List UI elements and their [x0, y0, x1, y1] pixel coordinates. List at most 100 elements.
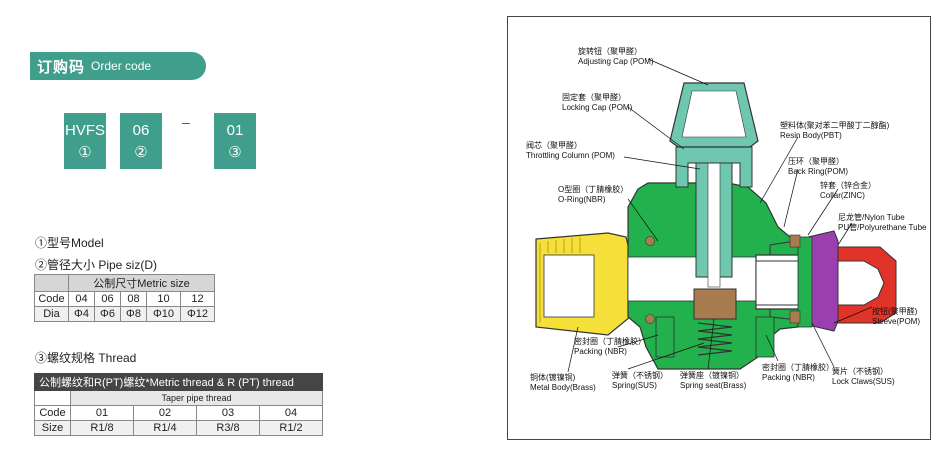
- thread-size-cell: R1/8: [70, 420, 134, 436]
- order-code-title-zh: 订购码: [37, 58, 86, 76]
- metric-code-cell: 12: [179, 291, 216, 307]
- metal-body-en: Metal Body(Brass): [530, 383, 596, 392]
- thread-code-cell: 03: [196, 405, 260, 421]
- annotation-adjusting-cap: 旋转钮（聚甲醛） Adjusting Cap (POM): [578, 47, 654, 67]
- spring-seat-zh: 弹簧座（镀镍铜）: [680, 371, 744, 380]
- back-ring-zh: 压环（聚甲醛）: [788, 157, 844, 166]
- spring-seat-shape: [693, 288, 737, 320]
- valve-drawing: [535, 58, 897, 373]
- locking-cap-zh: 固定套（聚甲醛）: [562, 93, 626, 102]
- annotation-resin-body: 塑料体(聚对苯二甲酸丁二醇酯) Resin Body(PBT): [780, 121, 889, 141]
- code-model-text: HVFS: [64, 121, 105, 139]
- annotation-spring-seat: 弹簧座（镀镍铜） Spring seat(Brass): [680, 371, 746, 391]
- annotation-back-ring: 压环（聚甲醛） Back Ring(POM): [788, 157, 848, 177]
- code-dash: –: [182, 114, 190, 130]
- thread-code-cell: 02: [133, 405, 197, 421]
- lock-claws-zh: 簧片（不锈钢）: [832, 367, 888, 376]
- locking-cap-shape: [675, 146, 753, 188]
- lock-claws-en: Lock Claws(SUS): [832, 377, 895, 386]
- thread-table: 公制螺纹和R(PT)螺纹*Metric thread & R (PT) thre…: [34, 373, 323, 436]
- spring-en: Spring(SUS): [612, 381, 657, 390]
- code-thread-num: ③: [228, 143, 242, 161]
- locking-cap-en: Locking Cap (POM): [562, 103, 633, 112]
- packing-right-zh: 密封圈（丁腈橡胶）: [762, 363, 834, 372]
- collar-zh: 锌套（锌合金）: [820, 181, 876, 190]
- adjusting-cap-zh: 旋转钮（聚甲醛）: [578, 47, 642, 56]
- resin-body-en: Resin Body(PBT): [780, 131, 842, 140]
- metric-code-cell: 08: [120, 291, 147, 307]
- thread-corner: [34, 390, 71, 406]
- order-code-title-en: Order code: [91, 59, 152, 73]
- tube-zh: 尼龙管/Nylon Tube: [838, 213, 905, 222]
- annotation-packing-right: 密封圈（丁腈橡胶） Packing (NBR): [762, 363, 834, 383]
- oring-en: O-Ring(NBR): [558, 195, 606, 204]
- metric-dia-cell: Φ6: [94, 306, 121, 322]
- annotation-spring: 弹簧（不锈钢） Spring(SUS): [612, 371, 668, 391]
- code-thread-text: 01: [226, 121, 244, 139]
- thread-code-cell: 04: [259, 405, 323, 421]
- metric-code-cell: 10: [146, 291, 181, 307]
- packing-left: [655, 316, 675, 358]
- adjusting-cap-en: Adjusting Cap (POM): [578, 57, 654, 66]
- back-ring-en: Back Ring(POM): [788, 167, 849, 176]
- metal-body-bore: [543, 254, 595, 318]
- thread-size-cell: R1/2: [259, 420, 323, 436]
- spring-zh: 弹簧（不锈钢）: [612, 371, 668, 380]
- thread-header: 公制螺纹和R(PT)螺纹*Metric thread & R (PT) thre…: [34, 373, 323, 391]
- annotation-packing-left: 密封圈（丁腈橡胶） Packing (NBR): [574, 337, 646, 357]
- metric-dia-label: Dia: [34, 306, 69, 322]
- annotation-lock-claws: 簧片（不锈钢） Lock Claws(SUS): [832, 367, 895, 387]
- annotation-collar: 锌套（锌合金） Collar(ZINC): [820, 181, 876, 201]
- spring-shape: [697, 322, 733, 356]
- metric-dia-cell: Φ10: [146, 306, 181, 322]
- back-ring-shape: [797, 236, 813, 328]
- code-box-thread: 01 ③: [214, 113, 256, 169]
- packing-right: [755, 316, 775, 358]
- metal-body-zh: 铜体(镀镍铜): [530, 373, 576, 382]
- code-model-num: ①: [78, 143, 92, 161]
- thread-subheader: Taper pipe thread: [70, 390, 323, 406]
- thread-size-label: Size: [34, 420, 71, 436]
- metric-dia-cell: Φ8: [120, 306, 147, 322]
- metric-code-cell: 06: [94, 291, 121, 307]
- pipe-size-label: ②管径大小 Pipe siz(D): [35, 258, 158, 272]
- thread-size-cell: R1/4: [133, 420, 197, 436]
- packing-left-en: Packing (NBR): [574, 347, 627, 356]
- valve-cross-section-diagram: 旋转钮（聚甲醛） Adjusting Cap (POM) 固定套（聚甲醛） Lo…: [507, 16, 931, 440]
- model-label: ①型号Model: [35, 236, 104, 250]
- metric-corner: [34, 274, 69, 292]
- code-pipe-num: ②: [134, 143, 148, 161]
- spring-seat-en: Spring seat(Brass): [680, 381, 747, 390]
- collar-en: Collar(ZINC): [820, 191, 865, 200]
- metric-size-table: 公制尺寸Metric size Code 04 06 08 10 12 Dia …: [34, 274, 216, 322]
- thread-code-cell: 01: [70, 405, 134, 421]
- annotation-oring: O型圈（丁腈橡胶） O-Ring(NBR): [558, 185, 628, 205]
- throttling-zh: 阀芯（聚甲醛）: [526, 141, 582, 150]
- oring-zh: O型圈（丁腈橡胶）: [558, 185, 629, 194]
- annotation-locking-cap: 固定套（聚甲醛） Locking Cap (POM): [562, 93, 632, 113]
- thread-code-label: Code: [34, 405, 71, 421]
- metric-dia-cell: Φ12: [179, 306, 216, 322]
- adjusting-cap-inner: [681, 90, 747, 138]
- sleeve-zh: 按钮(聚甲醛): [872, 307, 918, 316]
- sleeve-shape: [807, 230, 839, 332]
- metric-header: 公制尺寸Metric size: [68, 274, 215, 292]
- annotation-tube: 尼龙管/Nylon Tube PU管/Polyurethane Tube: [838, 213, 927, 233]
- sleeve-en: Sleeve(POM): [872, 317, 921, 326]
- order-code-banner: 订购码 Order code: [30, 52, 206, 80]
- annotation-throttling: 阀芯（聚甲醛） Throttling Column (POM): [526, 141, 615, 161]
- metric-code-label: Code: [34, 291, 69, 307]
- thread-lines: [539, 237, 581, 323]
- annotation-sleeve: 按钮(聚甲醛) Sleeve(POM): [872, 307, 920, 327]
- code-pipe-text: 06: [132, 121, 150, 139]
- packing-left-zh: 密封圈（丁腈橡胶）: [574, 337, 646, 346]
- code-box-pipe: 06 ②: [120, 113, 162, 169]
- packing-right-en: Packing (NBR): [762, 373, 815, 382]
- oring-left: [645, 236, 655, 246]
- leader-lines: [567, 58, 873, 373]
- resin-body-zh: 塑料体(聚对苯二甲酸丁二醇酯): [780, 121, 890, 130]
- metric-dia-cell: Φ4: [68, 306, 95, 322]
- throttling-en: Throttling Column (POM): [526, 151, 615, 160]
- collar-bottom: [789, 310, 801, 324]
- collar-top: [789, 234, 801, 248]
